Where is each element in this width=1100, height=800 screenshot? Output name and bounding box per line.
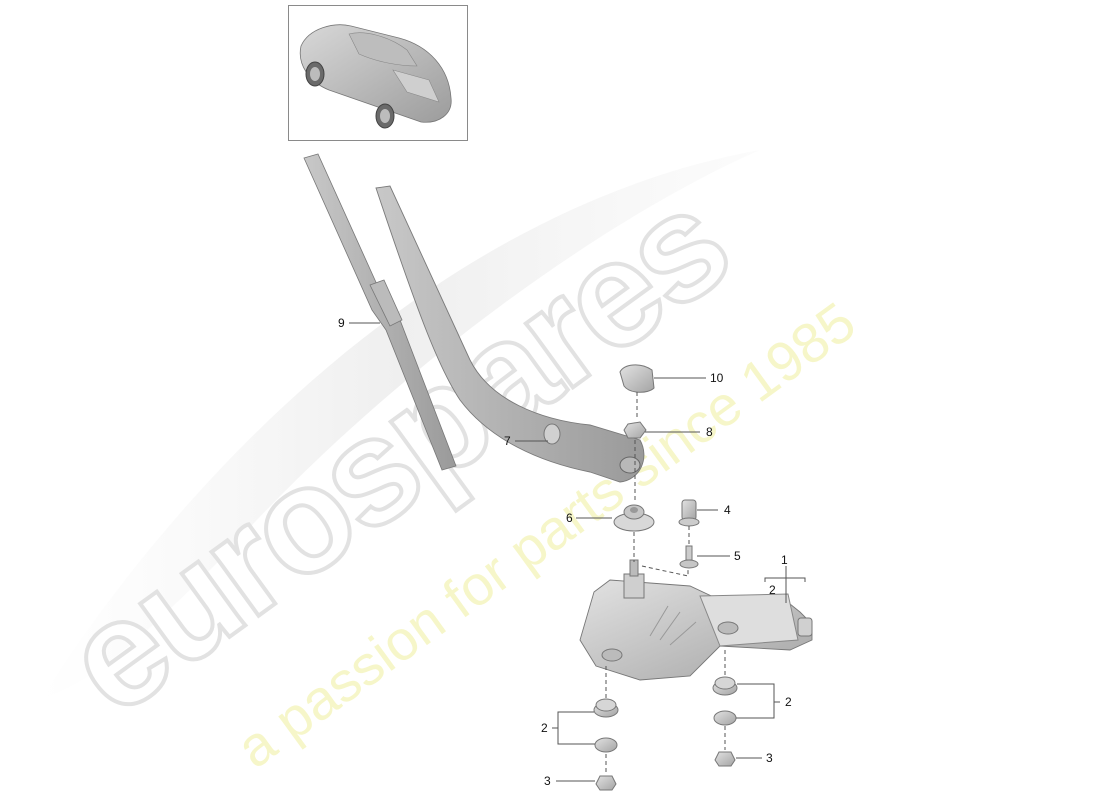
car-icon bbox=[299, 24, 452, 129]
watermark-swoosh bbox=[40, 150, 760, 700]
callout-8[interactable]: 8 bbox=[706, 425, 713, 439]
callout-6[interactable]: 6 bbox=[566, 511, 573, 525]
bolt-part[interactable] bbox=[679, 545, 699, 569]
callout-2-left[interactable]: 2 bbox=[541, 721, 548, 735]
wiper-motor-part[interactable] bbox=[579, 559, 813, 681]
callout-3-left[interactable]: 3 bbox=[544, 774, 551, 788]
seal-part[interactable] bbox=[613, 504, 655, 532]
callout-10[interactable]: 10 bbox=[710, 371, 724, 385]
callout-2-motor[interactable]: 2 bbox=[769, 583, 776, 597]
cap-part[interactable] bbox=[619, 364, 655, 393]
wiper-blade-part[interactable] bbox=[303, 153, 457, 471]
callout-5[interactable]: 5 bbox=[734, 549, 741, 563]
callout-7[interactable]: 7 bbox=[504, 434, 511, 448]
assembly-axis-lines bbox=[605, 392, 726, 774]
vehicle-thumbnail bbox=[288, 5, 468, 141]
wiper-arm-part[interactable] bbox=[375, 185, 645, 483]
callout-2-right[interactable]: 2 bbox=[785, 695, 792, 709]
callout-4[interactable]: 4 bbox=[724, 503, 731, 517]
nut-right[interactable] bbox=[714, 751, 736, 767]
callout-1[interactable]: 1 bbox=[781, 553, 788, 567]
spacer-sleeve-part[interactable] bbox=[678, 499, 700, 527]
nut-left[interactable] bbox=[595, 775, 617, 791]
leader-lines bbox=[349, 322, 806, 782]
callout-3-right[interactable]: 3 bbox=[766, 751, 773, 765]
callout-9[interactable]: 9 bbox=[338, 316, 345, 330]
grommet-set-right[interactable] bbox=[712, 676, 738, 726]
hex-nut-part[interactable] bbox=[623, 421, 647, 439]
grommet-set-left[interactable] bbox=[593, 698, 619, 753]
